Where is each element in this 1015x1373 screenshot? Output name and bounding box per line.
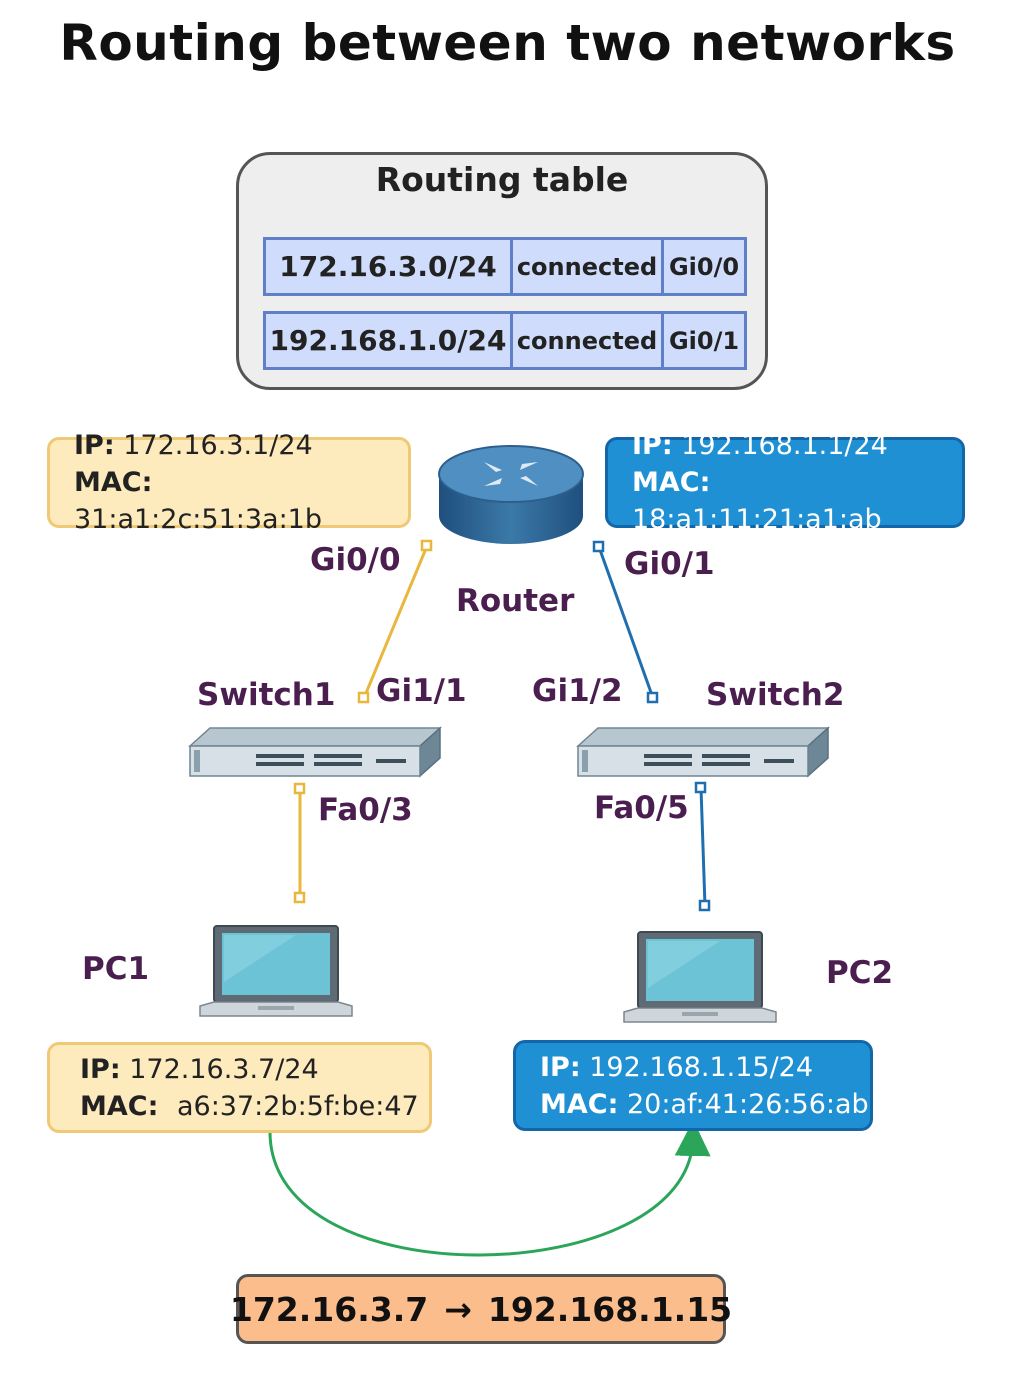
ip-label: IP: (632, 430, 673, 461)
router-gi0-0-mac: MAC: 31:a1:2c:51:3a:1b (74, 464, 408, 538)
routing-row-1-network: 172.16.3.0/24 (263, 237, 513, 296)
router-label: Router (456, 583, 575, 619)
laptop-icon (623, 931, 777, 1023)
switch1-label: Switch1 (197, 677, 336, 713)
mac-label: MAC: (540, 1088, 619, 1120)
link-router-switch2 (592, 540, 659, 704)
page-title: Routing between two networks (59, 14, 956, 72)
pc2-ip: IP: 192.168.1.15/24 (540, 1049, 870, 1086)
mac-value: a6:37:2b:5f:be:47 (176, 1090, 419, 1122)
mac-label: MAC: (80, 1090, 159, 1122)
pc2-info-box: IP: 192.168.1.15/24 MAC: 20:af:41:26:56:… (513, 1040, 873, 1131)
mac-label: MAC: (74, 467, 153, 498)
routing-row-2-network: 192.168.1.0/24 (263, 311, 513, 370)
switch2-port-gi1-2: Gi1/2 (532, 673, 623, 709)
mac-value: 31:a1:2c:51:3a:1b (74, 504, 322, 535)
routing-row-1-interface: Gi0/0 (661, 237, 747, 296)
ip-label: IP: (80, 1053, 121, 1085)
router-port-gi0-1: Gi0/1 (624, 546, 715, 582)
routing-row-2-interface: Gi0/1 (661, 311, 747, 370)
mac-value: 18:a1:11:21:a1:ab (632, 504, 882, 535)
pc2-label: PC2 (826, 955, 894, 991)
link-router-switch1 (357, 539, 433, 704)
router-icon (438, 445, 584, 544)
switch1-port-gi1-1: Gi1/1 (376, 673, 467, 709)
ip-value: 172.16.3.1/24 (123, 430, 313, 461)
right-arrow-icon: → (444, 1289, 472, 1329)
router-gi0-0-info-box: IP: 172.16.3.1/24 MAC: 31:a1:2c:51:3a:1b (47, 430, 411, 535)
router-gi0-0-ip: IP: 172.16.3.1/24 (74, 427, 408, 464)
packet-box: 172.16.3.7 → 192.168.1.15 (230, 1274, 732, 1344)
packet-source: 172.16.3.7 (229, 1289, 429, 1329)
mac-label: MAC: (632, 467, 711, 498)
routing-row-1-type: connected (510, 237, 664, 296)
laptop-icon (199, 925, 353, 1017)
router-gi0-1-info-box: IP: 192.168.1.1/24 MAC: 18:a1:11:21:a1:a… (605, 430, 965, 535)
routing-table-title: Routing table (375, 160, 629, 199)
pc1-label: PC1 (82, 951, 150, 987)
packet-path-arrow (268, 1120, 711, 1257)
routing-row-2-type: connected (510, 311, 664, 370)
switch1-port-fa0-3: Fa0/3 (318, 792, 413, 828)
pc1-ip: IP: 172.16.3.7/24 (80, 1051, 429, 1088)
ip-label: IP: (540, 1051, 581, 1083)
pc1-mac: MAC: a6:37:2b:5f:be:47 (80, 1088, 429, 1125)
mac-value: 20:af:41:26:56:ab (626, 1088, 869, 1120)
switch-icon (188, 726, 442, 778)
router-gi0-1-mac: MAC: 18:a1:11:21:a1:ab (632, 464, 962, 538)
ip-value: 172.16.3.7/24 (129, 1053, 319, 1085)
router-gi0-1-ip: IP: 192.168.1.1/24 (632, 427, 962, 464)
switch2-port-fa0-5: Fa0/5 (594, 790, 689, 826)
link-switch1-pc1 (293, 782, 306, 904)
switch-icon (576, 726, 830, 778)
ip-value: 192.168.1.1/24 (681, 430, 888, 461)
link-switch2-pc2 (694, 781, 711, 912)
router-port-gi0-0: Gi0/0 (310, 542, 401, 578)
pc1-info-box: IP: 172.16.3.7/24 MAC: a6:37:2b:5f:be:47 (47, 1042, 432, 1133)
packet-destination: 192.168.1.15 (487, 1289, 733, 1329)
switch2-label: Switch2 (706, 677, 845, 713)
ip-label: IP: (74, 430, 115, 461)
pc2-mac: MAC: 20:af:41:26:56:ab (540, 1086, 870, 1123)
ip-value: 192.168.1.15/24 (589, 1051, 814, 1083)
